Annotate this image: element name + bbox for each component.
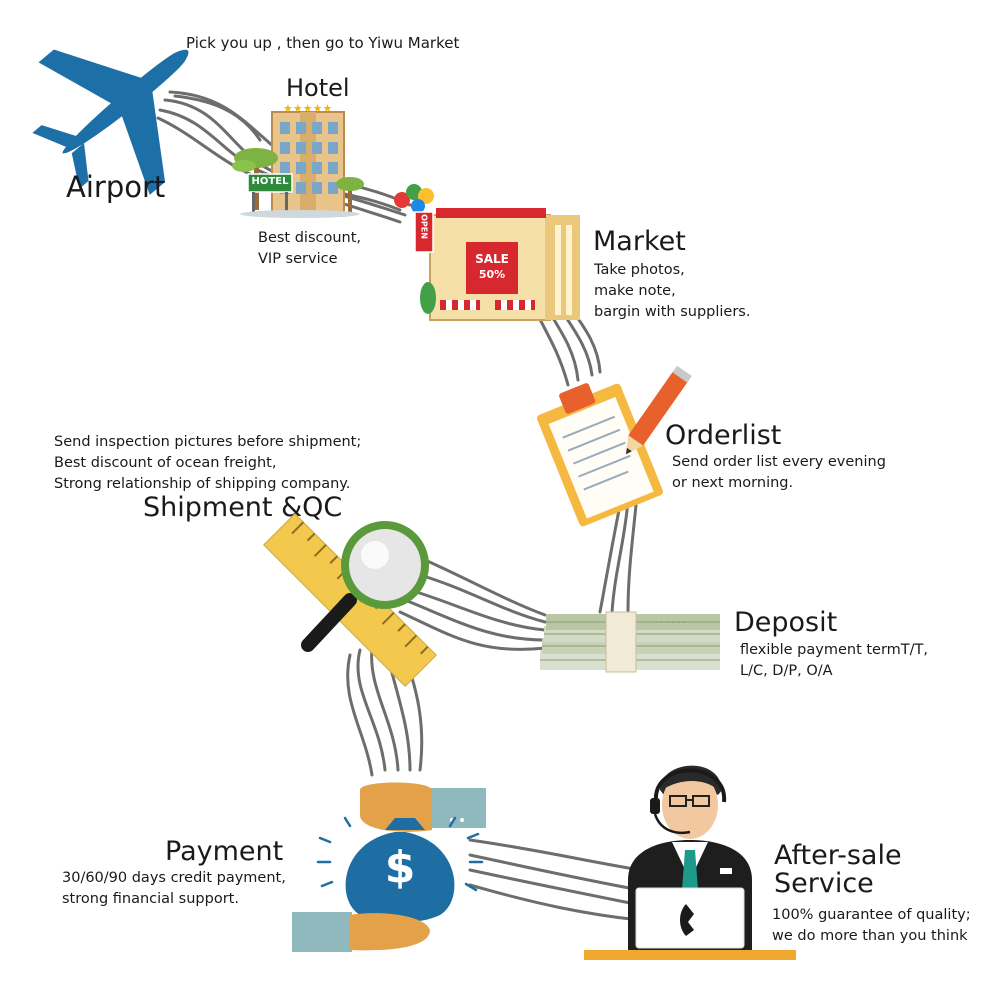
shipment-desc-line: Best discount of ocean freight,	[54, 455, 277, 471]
deposit-desc-line: flexible payment termT/T,	[740, 642, 929, 658]
market-sale-percent: 50%	[478, 268, 506, 281]
aftersale-desc-line: we do more than you think	[772, 928, 968, 944]
orderlist-desc-line: Send order list every evening	[672, 454, 886, 470]
market-desc-line: make note,	[594, 283, 676, 299]
aftersale-title-line: Service	[774, 868, 874, 899]
payment-desc-line: strong financial support.	[62, 891, 239, 907]
shipment-desc: Send inspection pictures before shipment…	[54, 432, 361, 495]
deposit-desc-line: L/C, D/P, O/A	[740, 663, 833, 679]
aftersale-desc: 100% guarantee of quality; we do more th…	[772, 905, 971, 947]
deposit-desc: flexible payment termT/T, L/C, D/P, O/A	[740, 640, 928, 682]
dollar-sign-icon: $	[384, 842, 416, 893]
cable-payment-aftersale	[468, 838, 642, 872]
aftersale-desc-line: 100% guarantee of quality;	[772, 907, 971, 923]
top-caption: Pick you up , then go to Yiwu Market	[186, 34, 460, 52]
orderlist-desc-line: or next morning.	[672, 475, 794, 491]
market-desc-line: bargin with suppliers.	[594, 304, 751, 320]
hotel-desc: Best discount, VIP service	[258, 228, 361, 270]
airport-title: Airport	[66, 170, 166, 204]
payment-desc: 30/60/90 days credit payment, strong fin…	[62, 868, 286, 910]
shipment-desc-line: Send inspection pictures before shipment…	[54, 434, 362, 450]
hotel-sign: HOTEL	[251, 176, 289, 187]
cable-deposit-shipment	[418, 573, 547, 624]
cable-orderlist-deposit	[610, 498, 630, 614]
market-sale-sign: SALE	[475, 252, 509, 266]
market-title: Market	[593, 226, 686, 257]
payment-title: Payment	[165, 836, 284, 867]
market-desc-line: Take photos,	[594, 262, 685, 278]
shipment-desc-line: Strong relationship of shipping company.	[54, 476, 351, 492]
orderlist-desc: Send order list every evening or next mo…	[672, 452, 886, 494]
svg-text:· · · · ·: · · · · ·	[660, 618, 686, 628]
cable-airport-market	[163, 98, 402, 212]
orderlist-title: Orderlist	[665, 420, 782, 451]
shipment-title: Shipment &QC	[143, 492, 343, 523]
hotel-desc-line: VIP service	[258, 251, 338, 267]
hotel-desc-line: Best discount,	[258, 230, 362, 246]
deposit-title: Deposit	[734, 607, 838, 638]
cable-shipment-payment	[356, 648, 387, 772]
aftersale-title: After-sale Service	[774, 842, 902, 898]
payment-desc-line: 30/60/90 days credit payment,	[62, 870, 286, 886]
hotel-title: Hotel	[286, 74, 350, 102]
market-desc: Take photos, make note, bargin with supp…	[594, 260, 750, 323]
aftersale-title-line: After-sale	[774, 840, 902, 871]
